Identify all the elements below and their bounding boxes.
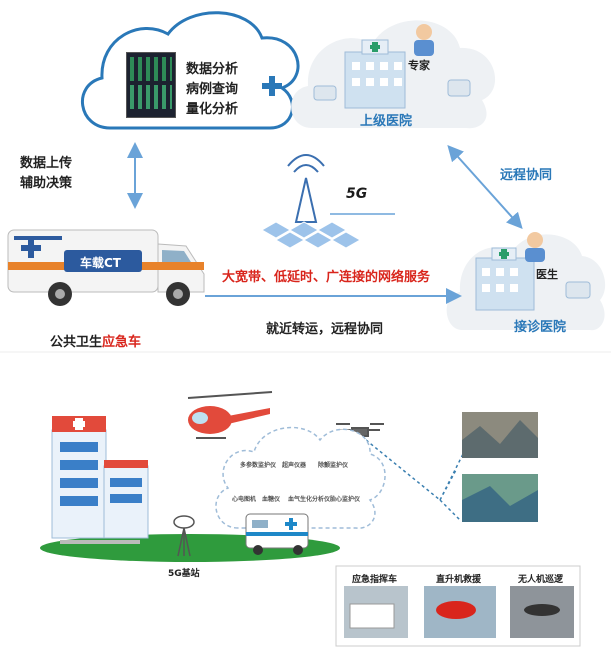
- receiving-hospital-label: 接诊医院: [514, 320, 567, 335]
- lower-hospital-building: [51, 416, 149, 544]
- network-service-label: 大宽带、低延时、广连接的网络服务: [222, 270, 431, 285]
- dashboard-screen: [126, 52, 176, 118]
- cloud-item-case-query: 病例查询: [186, 82, 239, 97]
- vehicle-caption-highlight: 应急车: [102, 335, 142, 350]
- cloud-item-data-analysis: 数据分析: [186, 62, 239, 77]
- device-defib-monitor: 除颤监护仪: [318, 462, 349, 469]
- remote-coop-label: 远程协同: [500, 168, 553, 183]
- device-glucometer: 血糖仪: [262, 496, 281, 503]
- plus-icon: [262, 76, 282, 96]
- cloud-item-quant-analysis: 量化分析: [186, 102, 239, 117]
- upper-hospital-building: [313, 24, 471, 109]
- photo-caption-drone: 无人机巡逻: [518, 575, 564, 585]
- upload-label-2: 辅助决策: [20, 176, 73, 191]
- ambulance-ct: [7, 229, 205, 306]
- upper-hospital-label: 上级医院: [360, 114, 413, 129]
- device-ecg: 心电图机: [232, 496, 257, 503]
- remote-arrow: [447, 145, 523, 229]
- vehicle-caption: 公共卫生应急车: [50, 331, 141, 350]
- badge-5g: 5G: [346, 186, 368, 202]
- transfer-label: 就近转运，远程协同: [266, 322, 384, 337]
- devices-cloud: [215, 426, 386, 529]
- photo-caption-helicopter: 直升机救援: [436, 575, 482, 585]
- receiving-hospital-building: [475, 232, 591, 311]
- vehicle-caption-prefix: 公共卫生: [50, 335, 103, 350]
- star-of-life-icon: [21, 238, 41, 258]
- 5g-tower-icon: [260, 154, 362, 249]
- lower-ambulance: [245, 513, 309, 555]
- photo-caption-command: 应急指挥车: [352, 575, 398, 585]
- doctor-tag: 医生: [536, 268, 558, 281]
- 5g-station-label: 5G基站: [168, 569, 200, 579]
- 5g-station-icon: [173, 515, 195, 557]
- drone-link-lines: [365, 439, 471, 521]
- device-multiparam-monitor: 多参数监护仪: [240, 462, 277, 469]
- device-fetal-monitor: 胎心监护仪: [330, 496, 361, 503]
- expert-tag: 专家: [408, 59, 430, 72]
- upload-label-1: 数据上传: [20, 156, 73, 171]
- ambulance-side-label: 车载CT: [80, 256, 121, 270]
- device-blood-gas: 血气生化分析仪: [288, 496, 331, 503]
- device-ultrasound: 超声仪器: [282, 462, 307, 469]
- helicopter-icon: [187, 391, 273, 439]
